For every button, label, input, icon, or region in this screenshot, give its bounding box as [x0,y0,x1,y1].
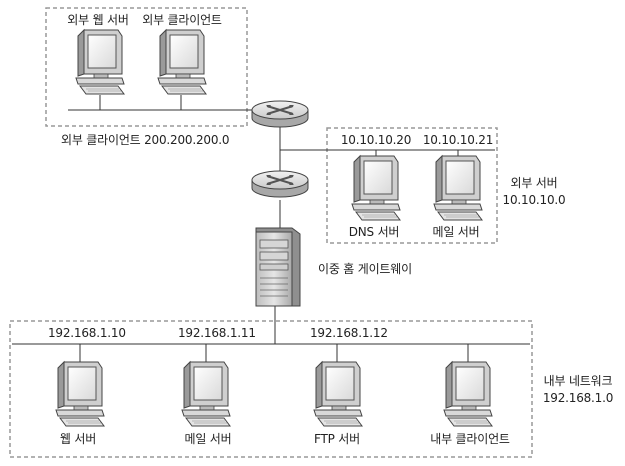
inner-router-icon [251,170,309,198]
ftp-server-computer-icon [313,361,363,427]
external-web-server-label: 외부 웹 서버 [67,13,129,27]
internal-network-group-label: 내부 네트워크 [543,374,613,388]
internal-web-server-computer-icon [55,361,105,427]
external-client-label: 외부 클라이언트 [142,13,222,27]
mail-server-ip: 10.10.10.21 [422,133,494,147]
ftp-server-label: FTP 서버 [314,432,360,446]
internal-mail-server-ip: 192.168.1.11 [178,326,256,340]
external-server-group [326,127,498,244]
dns-server-label: DNS 서버 [348,225,400,239]
external-client-network-label: 외부 클라이언트 200.200.200.0 [61,133,230,147]
internal-mail-server-label: 메일 서버 [184,432,232,446]
external-mail-server-label: 메일 서버 [432,225,480,239]
dual-homed-gateway-label: 이중 홈 게이트웨이 [318,262,412,276]
external-client-computer-icon [157,29,207,95]
external-network-group [45,7,248,127]
mail-server-external-computer-icon [433,155,483,221]
ftp-server-ip: 192.168.1.12 [310,326,388,340]
internal-web-server-ip: 192.168.1.10 [48,326,126,340]
external-web-server-computer-icon [75,29,125,95]
outer-router-icon [251,100,309,128]
internal-mail-server-computer-icon [181,361,231,427]
internal-network-group [9,320,533,458]
dns-server-computer-icon [351,155,401,221]
external-server-group-ip: 10.10.10.0 [502,193,566,207]
dual-homed-gateway-server-icon [255,227,301,307]
external-server-group-label: 외부 서버 [510,176,558,190]
internal-client-computer-icon [443,361,493,427]
internal-web-server-label: 웹 서버 [59,432,97,446]
internal-network-group-ip: 192.168.1.0 [542,391,614,405]
dns-server-ip: 10.10.10.20 [340,133,412,147]
internal-client-label: 내부 클라이언트 [430,432,510,446]
